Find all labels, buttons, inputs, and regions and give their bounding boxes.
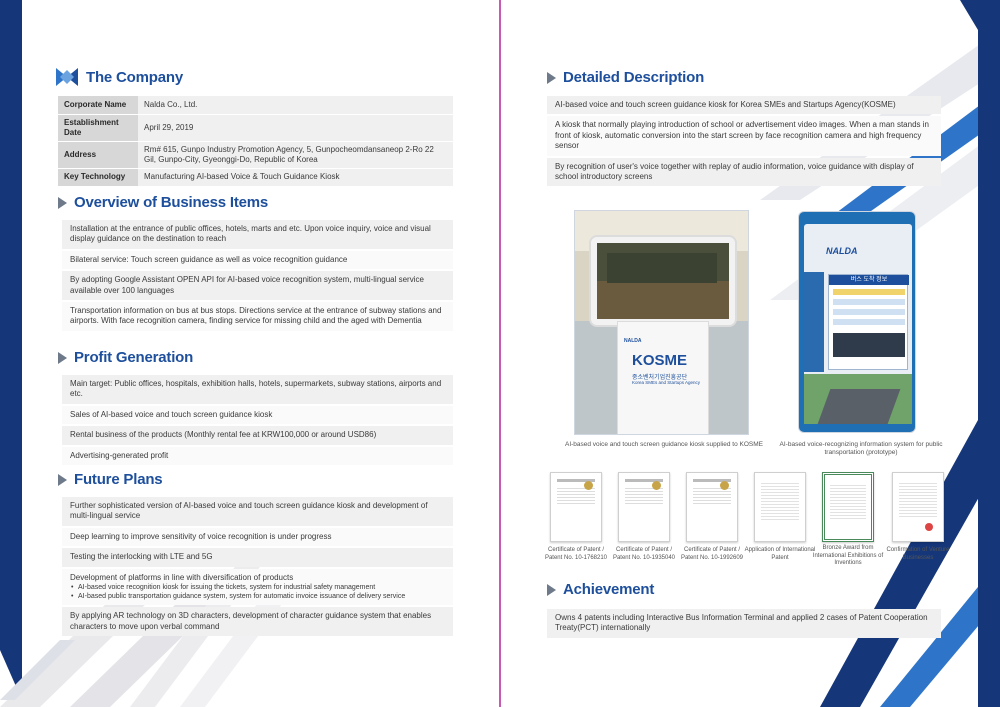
- triangle-bullet-icon: [58, 473, 67, 486]
- list-item: Sales of AI-based voice and touch screen…: [62, 405, 453, 425]
- list-item-text: Development of platforms in line with di…: [70, 572, 294, 582]
- list-item: Main target: Public offices, hospitals, …: [62, 375, 453, 404]
- sub-item: AI-based voice recognition kiosk for iss…: [70, 583, 445, 592]
- table-value: Manufacturing AI-based Voice & Touch Gui…: [138, 168, 453, 187]
- table-value: Nalda Co., Ltd.: [138, 96, 453, 115]
- triangle-bullet-icon: [58, 351, 67, 364]
- table-row: Key Technology Manufacturing AI-based Vo…: [58, 168, 453, 187]
- table-key: Key Technology: [58, 168, 138, 187]
- detailed-list: AI-based voice and touch screen guidance…: [547, 96, 941, 188]
- table-row: Address Rm# 615, Gunpo Industry Promotio…: [58, 141, 453, 169]
- list-item: Rental business of the products (Monthly…: [62, 426, 453, 445]
- achievement-title: Achievement: [563, 581, 655, 598]
- profit-title: Profit Generation: [74, 349, 194, 366]
- list-item: A kiosk that normally playing introducti…: [547, 116, 941, 156]
- right-page: Detailed Description AI-based voice and …: [501, 0, 1000, 707]
- kiosk-photo-caption: AI-based voice and touch screen guidance…: [564, 441, 763, 448]
- triangle-bullet-icon: [58, 196, 67, 209]
- venture-confirmation-image: [892, 472, 944, 542]
- left-page: The Company Corporate Name Nalda Co., Lt…: [0, 0, 500, 707]
- list-item: By applying AR technology on 3D characte…: [62, 607, 453, 636]
- table-key: Establishment Date: [58, 114, 138, 142]
- profit-heading: Profit Generation: [58, 349, 193, 366]
- list-item: AI-based voice and touch screen guidance…: [547, 96, 941, 115]
- table-key: Corporate Name: [58, 96, 138, 115]
- info-system-brand: NALDA: [826, 246, 858, 256]
- certificate-caption: Bronze Award from International Exhibiti…: [812, 545, 884, 566]
- bronze-award-image: [822, 472, 874, 542]
- overview-title: Overview of Business Items: [74, 194, 269, 211]
- company-heading: The Company: [56, 66, 183, 88]
- overview-heading: Overview of Business Items: [58, 194, 268, 211]
- overview-list: Installation at the entrance of public o…: [62, 220, 453, 333]
- certificate-caption: Certificate of Patent / Patent No. 10-17…: [544, 547, 608, 561]
- patent-certificate-image: [550, 472, 602, 542]
- kiosk-sign-kr-text: 중소벤처기업진흥공단: [632, 375, 688, 381]
- kiosk-brand-text: NALDA: [624, 338, 642, 344]
- page-spine: [499, 0, 501, 707]
- list-item: Advertising-generated profit: [62, 446, 453, 465]
- table-value: April 29, 2019: [138, 114, 453, 142]
- international-patent-image: [754, 472, 806, 542]
- triangle-bullet-icon: [547, 71, 556, 84]
- table-key: Address: [58, 141, 138, 169]
- patent-certificate-image: [686, 472, 738, 542]
- table-row: Establishment Date April 29, 2019: [58, 114, 453, 142]
- company-logo-icon: [56, 68, 78, 86]
- future-list: Further sophisticated version of AI-base…: [62, 497, 453, 638]
- sub-item: AI-based public transportation guidance …: [70, 592, 445, 601]
- list-item: Testing the interlocking with LTE and 5G: [62, 548, 453, 567]
- profit-list: Main target: Public offices, hospitals, …: [62, 375, 453, 467]
- achievement-list: Owns 4 patents including Interactive Bus…: [547, 609, 941, 640]
- info-system-caption: AI-based voice-recognizing information s…: [779, 441, 943, 457]
- certificate-caption: Confirmation of Venture Businesses: [886, 547, 950, 561]
- list-item: Bilateral service: Touch screen guidance…: [62, 250, 453, 270]
- kiosk-sign-text: KOSME: [632, 352, 688, 369]
- info-system-panel-title: 버스 도착 정보: [829, 275, 909, 285]
- list-item: Deep learning to improve sensitivity of …: [62, 527, 453, 547]
- achievement-heading: Achievement: [547, 581, 654, 598]
- company-title: The Company: [86, 68, 183, 86]
- detailed-heading: Detailed Description: [547, 69, 704, 86]
- company-info-table: Corporate Name Nalda Co., Ltd. Establish…: [58, 96, 453, 187]
- future-title: Future Plans: [74, 471, 163, 488]
- future-heading: Future Plans: [58, 471, 163, 488]
- table-row: Corporate Name Nalda Co., Ltd.: [58, 96, 453, 115]
- list-item: Owns 4 patents including Interactive Bus…: [547, 609, 941, 638]
- triangle-bullet-icon: [547, 583, 556, 596]
- table-value: Rm# 615, Gunpo Industry Promotion Agency…: [138, 141, 453, 169]
- list-item: By recognition of user's voice together …: [547, 157, 941, 187]
- certificate-caption: Certificate of Patent / Patent No. 10-19…: [612, 547, 676, 561]
- info-system-photo: NALDA 버스 도착 정보: [798, 211, 916, 433]
- list-item: Transportation information on bus at bus…: [62, 301, 453, 331]
- list-item: By adopting Google Assistant OPEN API fo…: [62, 271, 453, 300]
- list-item: Development of platforms in line with di…: [62, 568, 453, 606]
- left-edge-decoration: [0, 0, 22, 700]
- list-item: Further sophisticated version of AI-base…: [62, 497, 453, 526]
- list-item: Installation at the entrance of public o…: [62, 220, 453, 249]
- kiosk-sign-sub-text: Korea SMEs and Startups Agency: [632, 380, 701, 385]
- kiosk-photo: NALDA KOSME 중소벤처기업진흥공단 Korea SMEs and St…: [574, 210, 749, 435]
- detailed-title: Detailed Description: [563, 69, 705, 86]
- certificate-caption: Certificate of Patent / Patent No. 10-19…: [680, 547, 744, 561]
- certificate-caption: Application of International Patent: [744, 547, 816, 561]
- patent-certificate-image: [618, 472, 670, 542]
